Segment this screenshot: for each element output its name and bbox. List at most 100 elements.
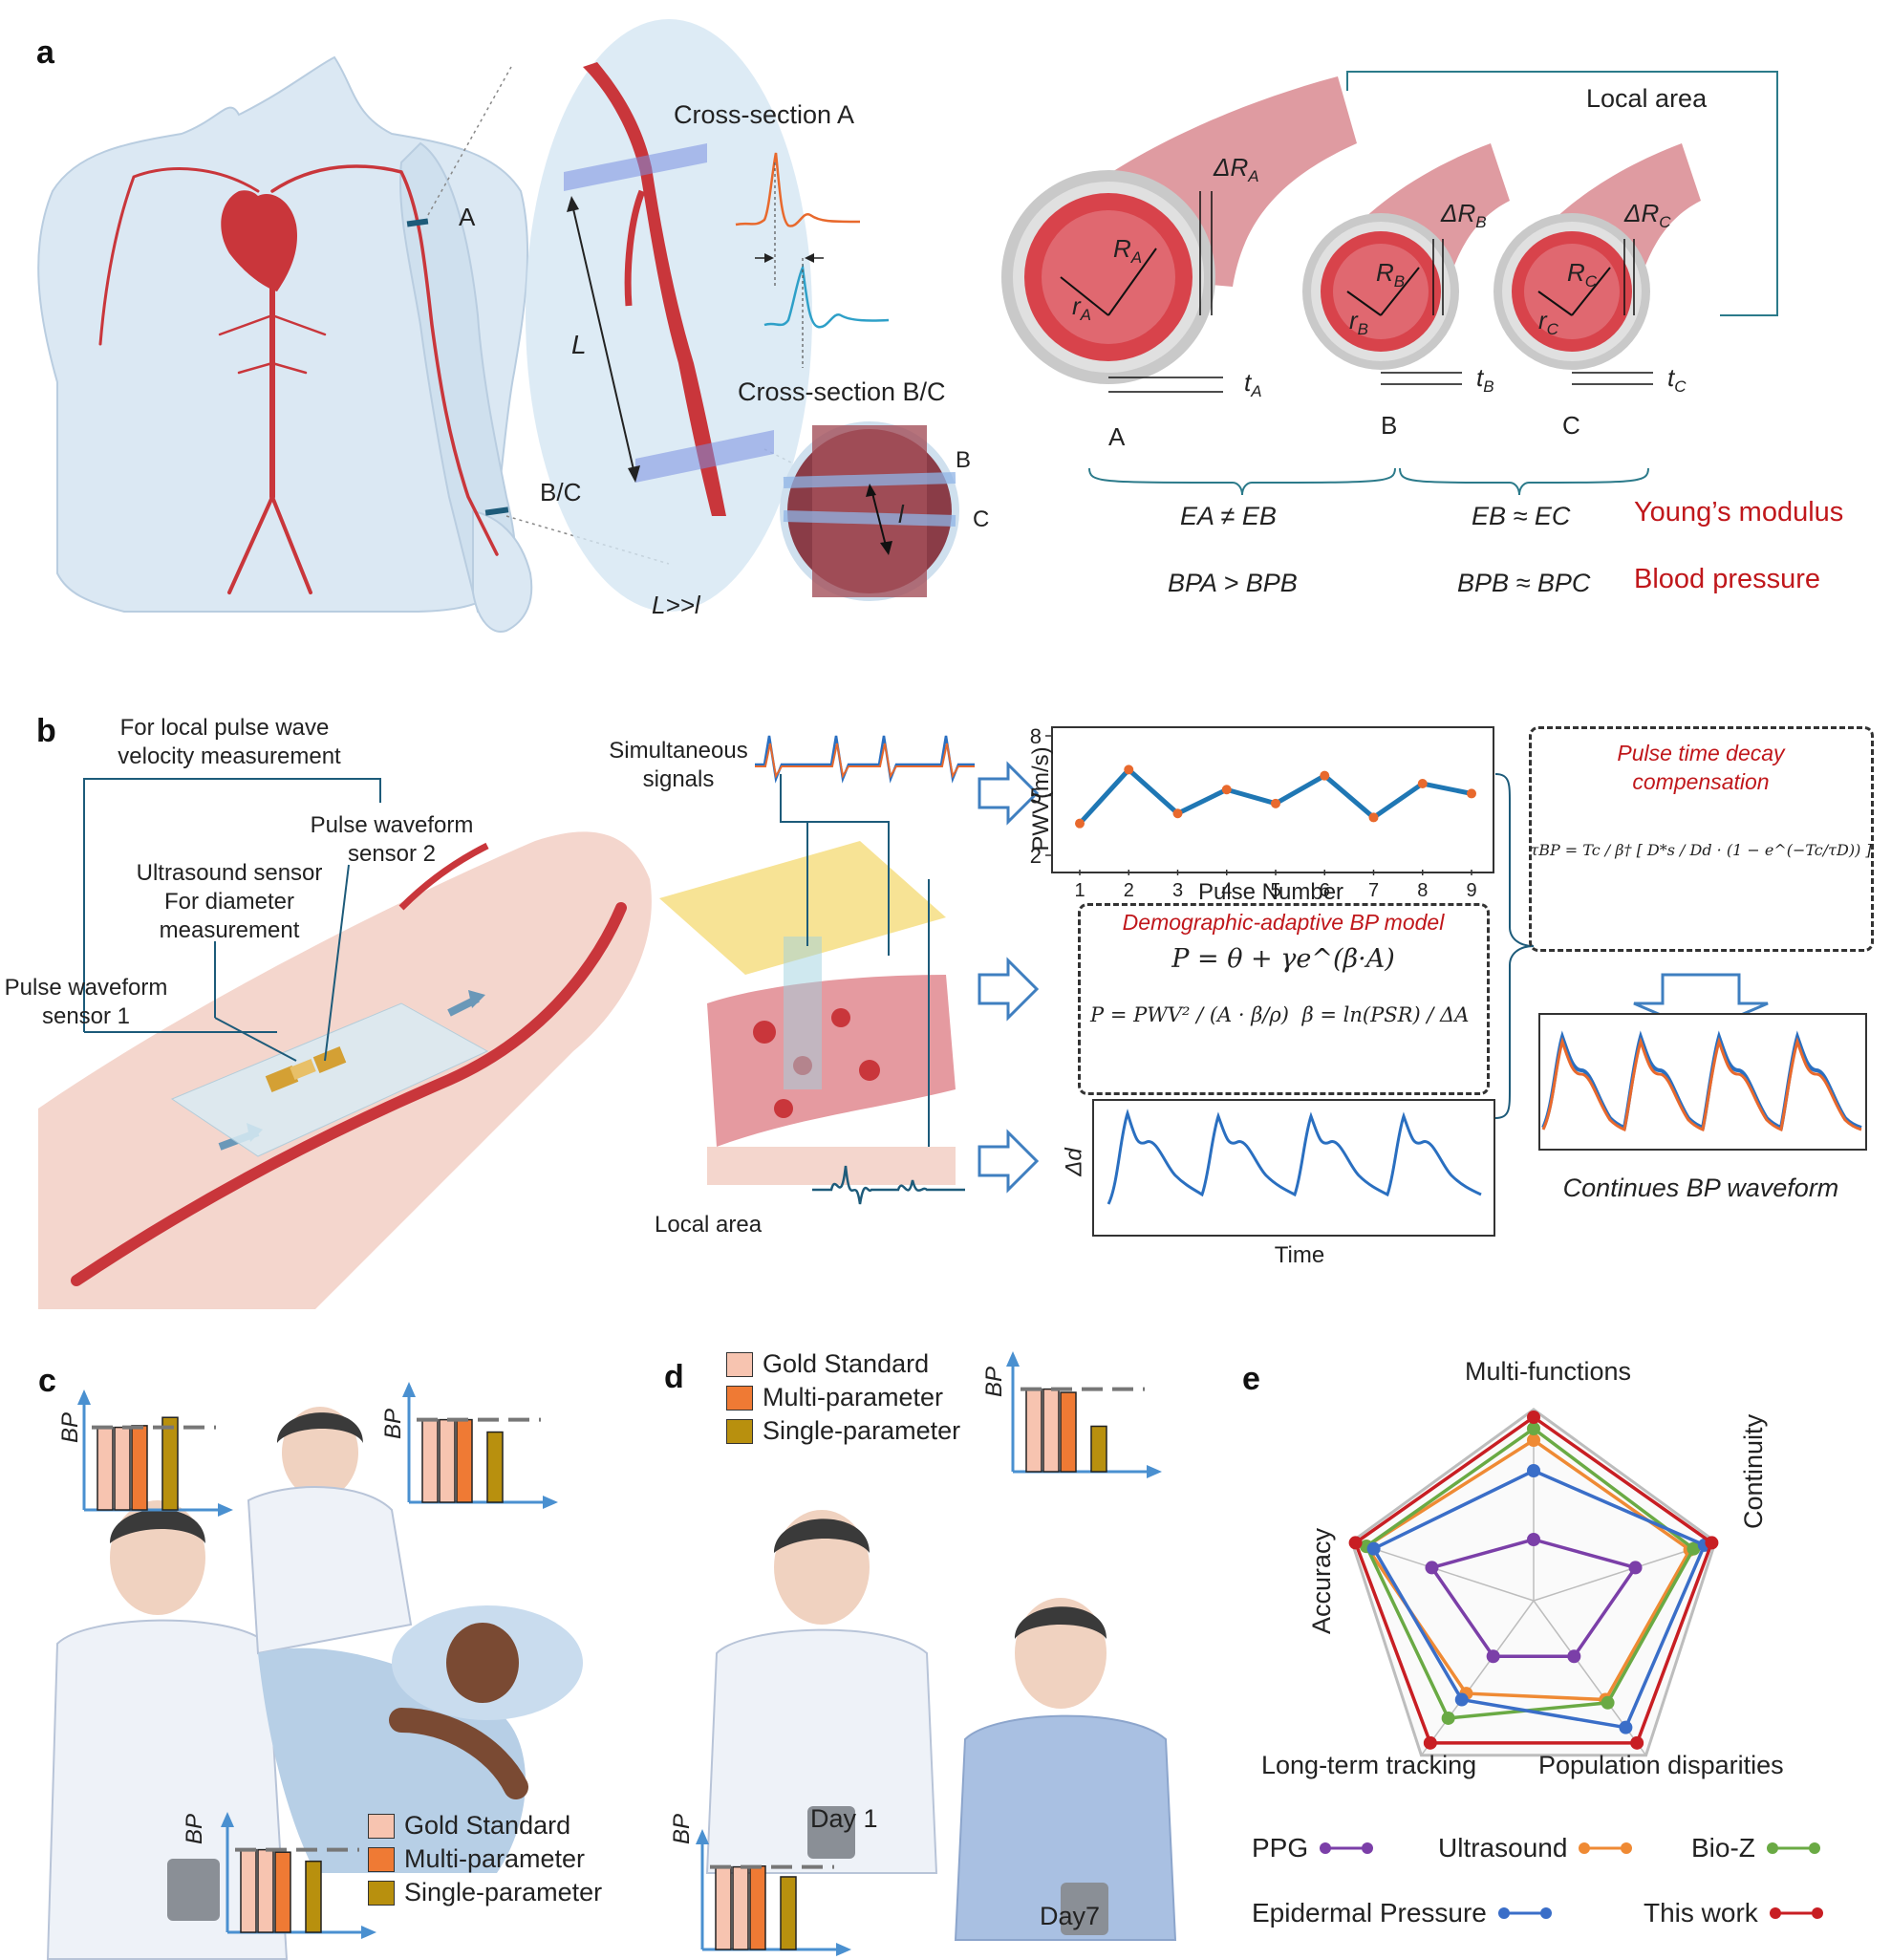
radar-point [1601, 1695, 1615, 1710]
c-group-bottom-y-arrow [221, 1812, 234, 1827]
pwv-xtick-label: 8 [1417, 880, 1428, 901]
vessel-c-dR: ΔRC [1624, 199, 1671, 232]
legend-line-icon [1579, 1837, 1633, 1860]
radar-point [1348, 1536, 1363, 1550]
legend-line-icon [1766, 1837, 1820, 1860]
radar-point [1630, 1735, 1644, 1750]
vessel-c-R: RC [1567, 258, 1598, 291]
radar-point [1527, 1411, 1540, 1424]
cross-section-bc-label: Cross-section B/C [738, 377, 946, 406]
swatch-single [368, 1880, 395, 1906]
panel-d-bar-charts [696, 1351, 1162, 1956]
small-c-label: C [973, 506, 990, 532]
pwv-xtick-label: 6 [1320, 880, 1330, 901]
hollow-arrow-1 [978, 761, 1040, 826]
c-group-topleft-bar [114, 1426, 131, 1511]
simultaneous-signal-orange [755, 743, 975, 779]
d-group-top-y-arrow [1006, 1351, 1020, 1367]
bp-waveform [1541, 1030, 1862, 1132]
plane-a [564, 143, 707, 191]
blood-pressure-label: Blood pressure [1634, 564, 1821, 594]
pwv-data-point [1124, 765, 1134, 775]
sensor2-label-line2: sensor 2 [347, 841, 437, 867]
vessel-a-name: A [1108, 422, 1126, 451]
man-day7-shirt [954, 1714, 1177, 1941]
woman-hoodie [247, 1486, 413, 1655]
pwv-xtick-label: 7 [1368, 880, 1379, 901]
legend-d-gold: Gold Standard [726, 1349, 929, 1379]
hollow-arrow-3 [978, 1129, 1040, 1194]
pwv-data-point [1467, 788, 1476, 799]
legend-line-icon [1769, 1902, 1823, 1925]
vessel-c-r: rC [1538, 306, 1558, 339]
vessel-a-t: tA [1244, 368, 1262, 401]
pwv-ytick-label: 5 [1030, 785, 1042, 808]
ultrasound-echo-signal [812, 1165, 965, 1205]
modulus-eq-bc: EB ≈ EC [1472, 502, 1571, 530]
d-group-top-bar [1042, 1388, 1060, 1473]
swatch-gold [368, 1813, 395, 1839]
youngs-modulus-label: Young’s modulus [1634, 497, 1844, 528]
pwv-annotation-line1: For local pulse wave [119, 715, 330, 741]
radar-legend-thiswork: This work [1644, 1898, 1823, 1928]
d-group-bottom-bar [715, 1865, 732, 1950]
c-group-topleft-y-arrow [77, 1389, 91, 1405]
pwv-xtick-label: 3 [1172, 880, 1183, 901]
c-group-topleft-bar [97, 1426, 114, 1511]
pwv-xtick-label: 5 [1270, 880, 1280, 901]
local-area-label: Local area [1586, 84, 1708, 113]
pwv-ytick-label: 8 [1030, 724, 1042, 748]
mug [167, 1859, 220, 1921]
d-group-top-x-arrow [1147, 1465, 1162, 1478]
legend-line-icon [1497, 1902, 1552, 1925]
simultaneous-label-line1: Simultaneous [609, 738, 748, 764]
c-group-topright-bar [421, 1418, 439, 1503]
pwv-data-point [1417, 779, 1428, 788]
pwv-xtick-label: 1 [1074, 880, 1085, 901]
bp-model-eq-right: β = ln(PSR) / ΔA [1301, 1003, 1470, 1026]
legend-line-icon [1320, 1837, 1374, 1860]
panel-label-d: d [664, 1359, 684, 1395]
radar-legend-ultrasound: Ultrasound [1438, 1833, 1633, 1863]
swatch-single [726, 1418, 753, 1444]
panel-label-e: e [1242, 1361, 1260, 1397]
c-group-topright-y-arrow [402, 1382, 416, 1397]
sensor1-label-line2: sensor 1 [41, 1003, 131, 1029]
panel-c-bar-charts [77, 1382, 558, 1939]
radar-axis-population: Population disparities [1538, 1751, 1784, 1779]
pwv-data-point [1221, 785, 1232, 795]
ultrasound-label-line3: measurement [159, 917, 300, 943]
sleeper-head [446, 1623, 519, 1703]
c-group-bottom-bar [274, 1851, 291, 1933]
c-group-topleft-bar [131, 1425, 148, 1511]
sensor-patch [170, 1002, 489, 1157]
sensor2-label-line1: Pulse waveform [310, 812, 474, 838]
pwv-data-point [1368, 812, 1379, 823]
d-group-top-bar [1090, 1425, 1107, 1473]
hand-silhouette [472, 509, 533, 633]
decay-title-line2: compensation [1632, 769, 1770, 794]
d-group-bottom-y-arrow [696, 1829, 709, 1844]
vessel-c-name: C [1562, 411, 1580, 440]
vessel-a-r: rA [1072, 291, 1092, 325]
cross-section-a-label: Cross-section A [674, 100, 855, 129]
ultrasound-label-line2: For diameter [163, 889, 295, 915]
pwv-xtick-label: 4 [1221, 880, 1232, 901]
bp-model-eq-left: P = PWV² / (A · β/ρ) [1090, 1003, 1289, 1026]
panel-e: e Multi-functions Continuity Population … [1223, 1338, 1891, 1960]
sensor-2-chip [312, 1046, 347, 1073]
skin-block-vessel [707, 975, 956, 1147]
panel-d-illustration [705, 1510, 1177, 1941]
radar-spoke [1420, 1600, 1535, 1756]
ultrasound-chip [290, 1059, 316, 1080]
c-group-topright-bar [456, 1418, 473, 1503]
legend-d-single: Single-parameter [726, 1416, 960, 1446]
pwv-ytick-label: 2 [1030, 844, 1042, 868]
bp-model-title: Demographic-adaptive BP model [1122, 910, 1445, 935]
site-bc-marker [484, 506, 509, 516]
radar-point [1628, 1561, 1643, 1575]
radar-legend-epidermal: Epidermal Pressure [1252, 1898, 1552, 1928]
vessel-b-R: RB [1376, 258, 1406, 291]
radar-series-epidermal-pressure [1371, 1469, 1708, 1730]
d-group-bottom-bar [749, 1864, 766, 1950]
